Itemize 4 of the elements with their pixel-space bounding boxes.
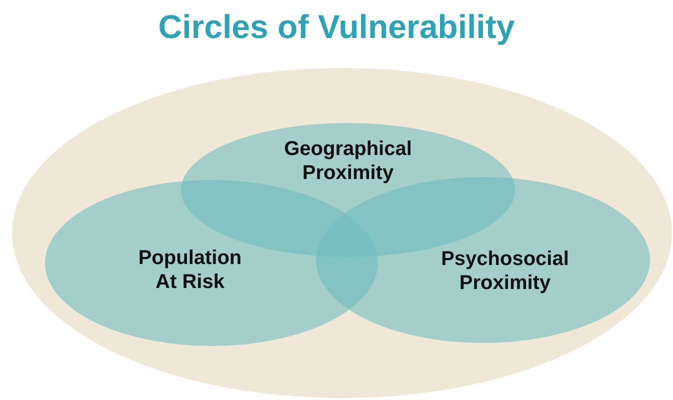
- circle-label: Population At Risk: [137, 246, 243, 294]
- circle-label: Geographical Proximity: [283, 137, 413, 185]
- diagram-title: Circles of Vulnerability: [157, 8, 516, 46]
- circle-label: Psychosocial Proximity: [440, 247, 570, 295]
